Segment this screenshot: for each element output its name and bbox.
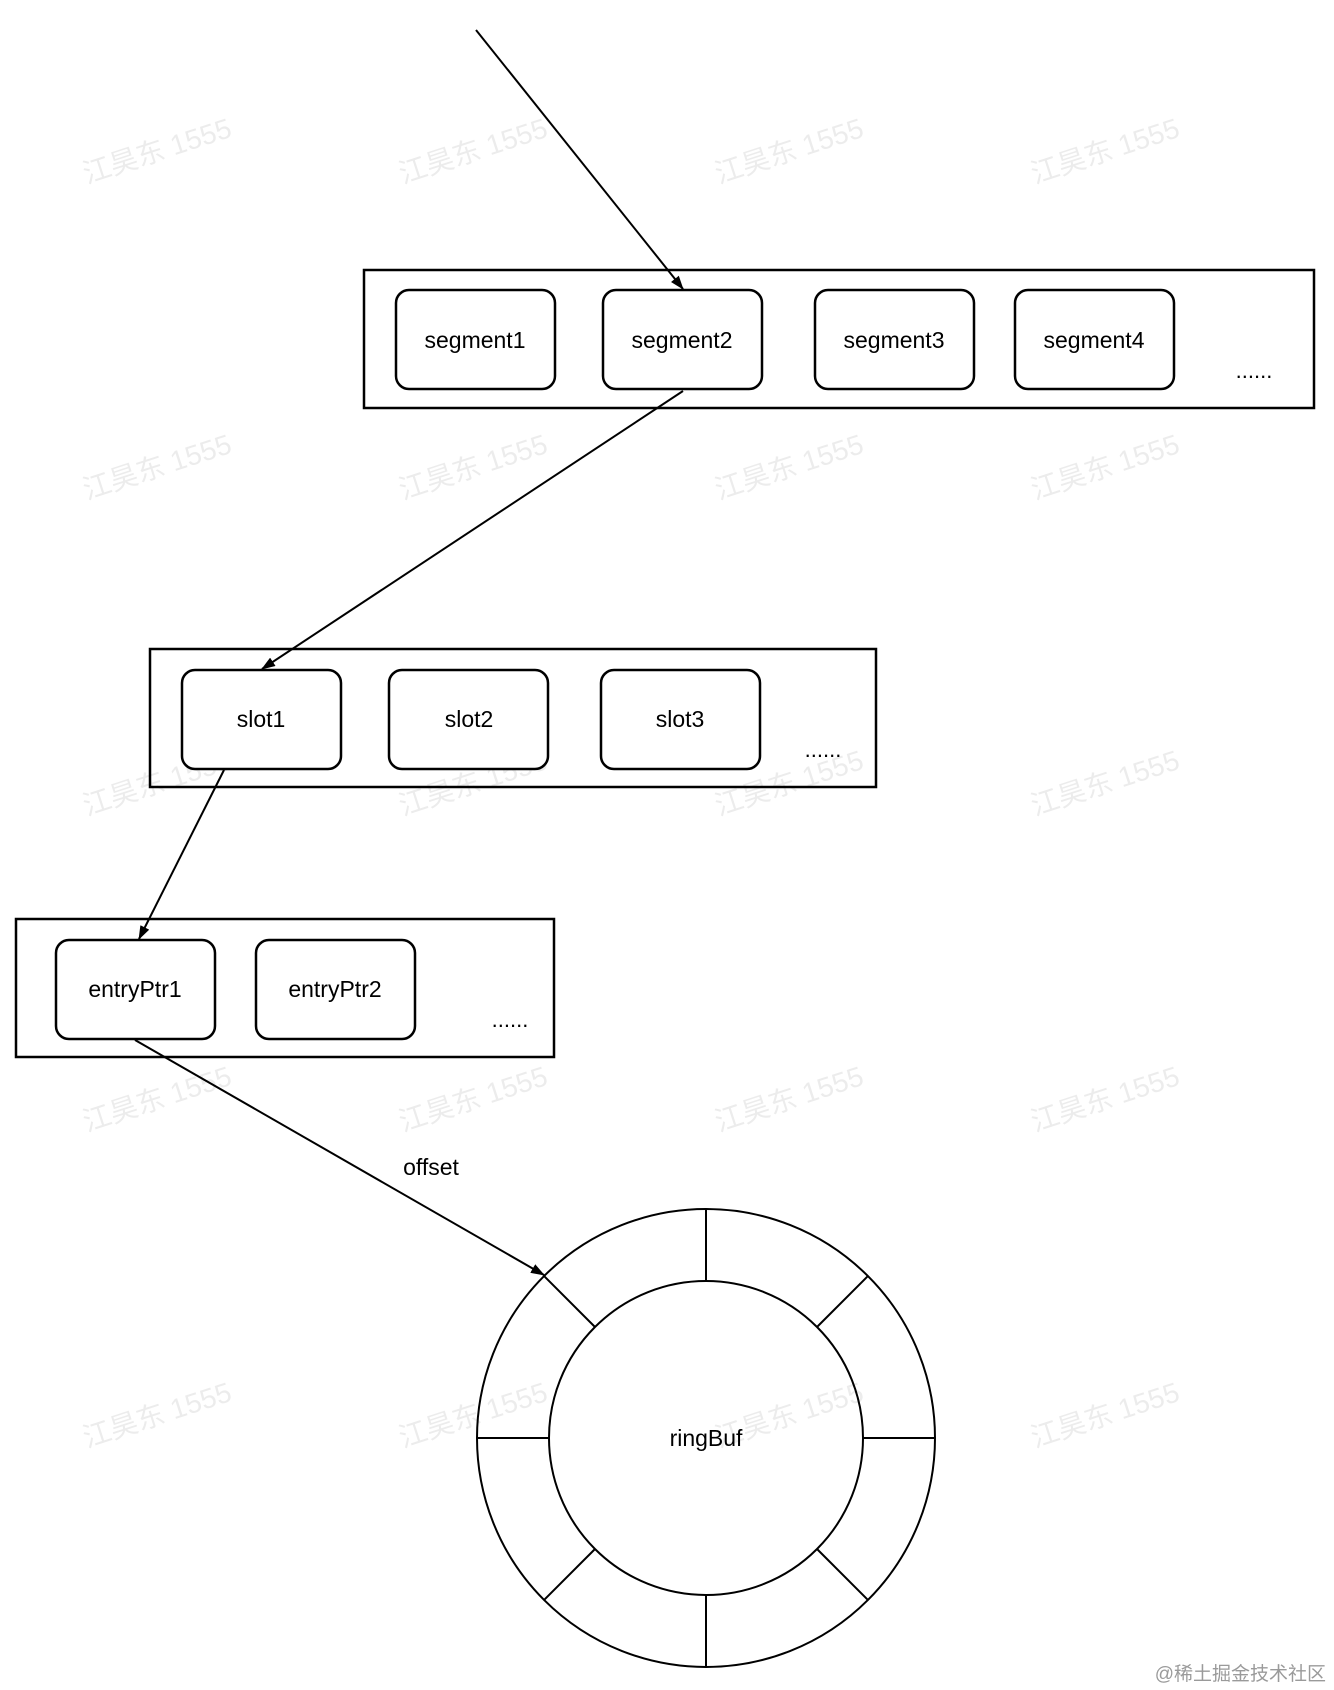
footer-credit: @稀土掘金技术社区 bbox=[1155, 1663, 1326, 1685]
ring-buffer-divider-8 bbox=[816, 1275, 869, 1328]
arrow-segment2-to-slot1 bbox=[261, 390, 684, 670]
watermark-text-16: 江昊东 1555 bbox=[1027, 1060, 1183, 1137]
watermark-text-3: 江昊东 1555 bbox=[711, 112, 867, 189]
watermark-text-14: 江昊东 1555 bbox=[395, 1060, 551, 1137]
watermark-text-12: 江昊东 1555 bbox=[1027, 744, 1183, 821]
ring-buffer-divider-6 bbox=[543, 1275, 596, 1328]
watermark-text-17: 江昊东 1555 bbox=[79, 1376, 235, 1453]
arrow-entryptr1-to-ringbuf bbox=[134, 1039, 545, 1276]
ring-buffer: ringBuf bbox=[476, 1208, 936, 1668]
watermark-text-7: 江昊东 1555 bbox=[711, 428, 867, 505]
slot-box-3-frame bbox=[599, 668, 762, 771]
entry-box-2: entryPtr2 bbox=[254, 938, 417, 1041]
segment-array-ellipsis: ...... bbox=[1236, 358, 1273, 383]
watermark-text-8: 江昊东 1555 bbox=[1027, 428, 1183, 505]
segment-box-1-frame bbox=[394, 288, 557, 391]
slot-box-1: slot1 bbox=[180, 668, 343, 771]
segment-box-4: segment4 bbox=[1013, 288, 1176, 391]
segment-box-1-label: segment1 bbox=[424, 327, 525, 353]
watermark-text-13: 江昊东 1555 bbox=[79, 1060, 235, 1137]
entry-array-container bbox=[14, 917, 556, 1059]
watermark-text-2: 江昊东 1555 bbox=[395, 112, 551, 189]
ring-buffer-label: ringBuf bbox=[670, 1425, 743, 1451]
slot-box-3-label: slot3 bbox=[656, 706, 705, 732]
segment-box-3: segment3 bbox=[813, 288, 976, 391]
watermark-text-15: 江昊东 1555 bbox=[711, 1060, 867, 1137]
offset-label: offset bbox=[403, 1154, 459, 1180]
slot-box-3: slot3 bbox=[599, 668, 762, 771]
ring-buffer-dividers bbox=[477, 1209, 935, 1667]
arrow-slot1-to-entryptr1 bbox=[138, 769, 225, 940]
entry-array-ellipsis: ...... bbox=[492, 1007, 529, 1032]
segment-box-4-label: segment4 bbox=[1043, 327, 1144, 353]
segment-array-container bbox=[362, 268, 1316, 410]
segment-array: segment1 segment2 segment3 segment4 ....… bbox=[362, 268, 1316, 410]
slot-box-2-label: slot2 bbox=[445, 706, 494, 732]
ring-buffer-divider-4 bbox=[543, 1548, 596, 1601]
entry-box-1-frame bbox=[54, 938, 217, 1041]
segment-box-2: segment2 bbox=[601, 288, 764, 391]
slot-array-container bbox=[148, 647, 878, 789]
segment-box-2-frame bbox=[601, 288, 764, 391]
slot-array-ellipsis: ...... bbox=[805, 737, 842, 762]
watermark-text-20: 江昊东 1555 bbox=[1027, 1376, 1183, 1453]
segment-box-3-frame bbox=[813, 288, 976, 391]
watermark-text-18: 江昊东 1555 bbox=[395, 1376, 551, 1453]
segment-box-2-label: segment2 bbox=[631, 327, 732, 353]
slot-box-1-label: slot1 bbox=[237, 706, 286, 732]
slot-box-2-frame bbox=[387, 668, 550, 771]
entry-box-2-label: entryPtr2 bbox=[288, 976, 381, 1002]
watermark-text-5: 江昊东 1555 bbox=[79, 428, 235, 505]
entry-box-1: entryPtr1 bbox=[54, 938, 217, 1041]
watermark-text-4: 江昊东 1555 bbox=[1027, 112, 1183, 189]
segment-box-4-frame bbox=[1013, 288, 1176, 391]
entry-box-2-frame bbox=[254, 938, 417, 1041]
slot-box-1-frame bbox=[180, 668, 343, 771]
ring-buffer-divider-2 bbox=[816, 1548, 869, 1601]
arrows: offset bbox=[134, 29, 684, 1276]
entry-array: entryPtr1 entryPtr2 ...... bbox=[14, 917, 556, 1059]
entry-box-1-label: entryPtr1 bbox=[88, 976, 181, 1002]
watermark-text-1: 江昊东 1555 bbox=[79, 112, 235, 189]
segment-box-3-label: segment3 bbox=[843, 327, 944, 353]
arrow-entry-to-segment2 bbox=[475, 29, 684, 290]
segment-box-1: segment1 bbox=[394, 288, 557, 391]
slot-box-2: slot2 bbox=[387, 668, 550, 771]
slot-array: slot1 slot2 slot3 ...... bbox=[148, 647, 878, 789]
